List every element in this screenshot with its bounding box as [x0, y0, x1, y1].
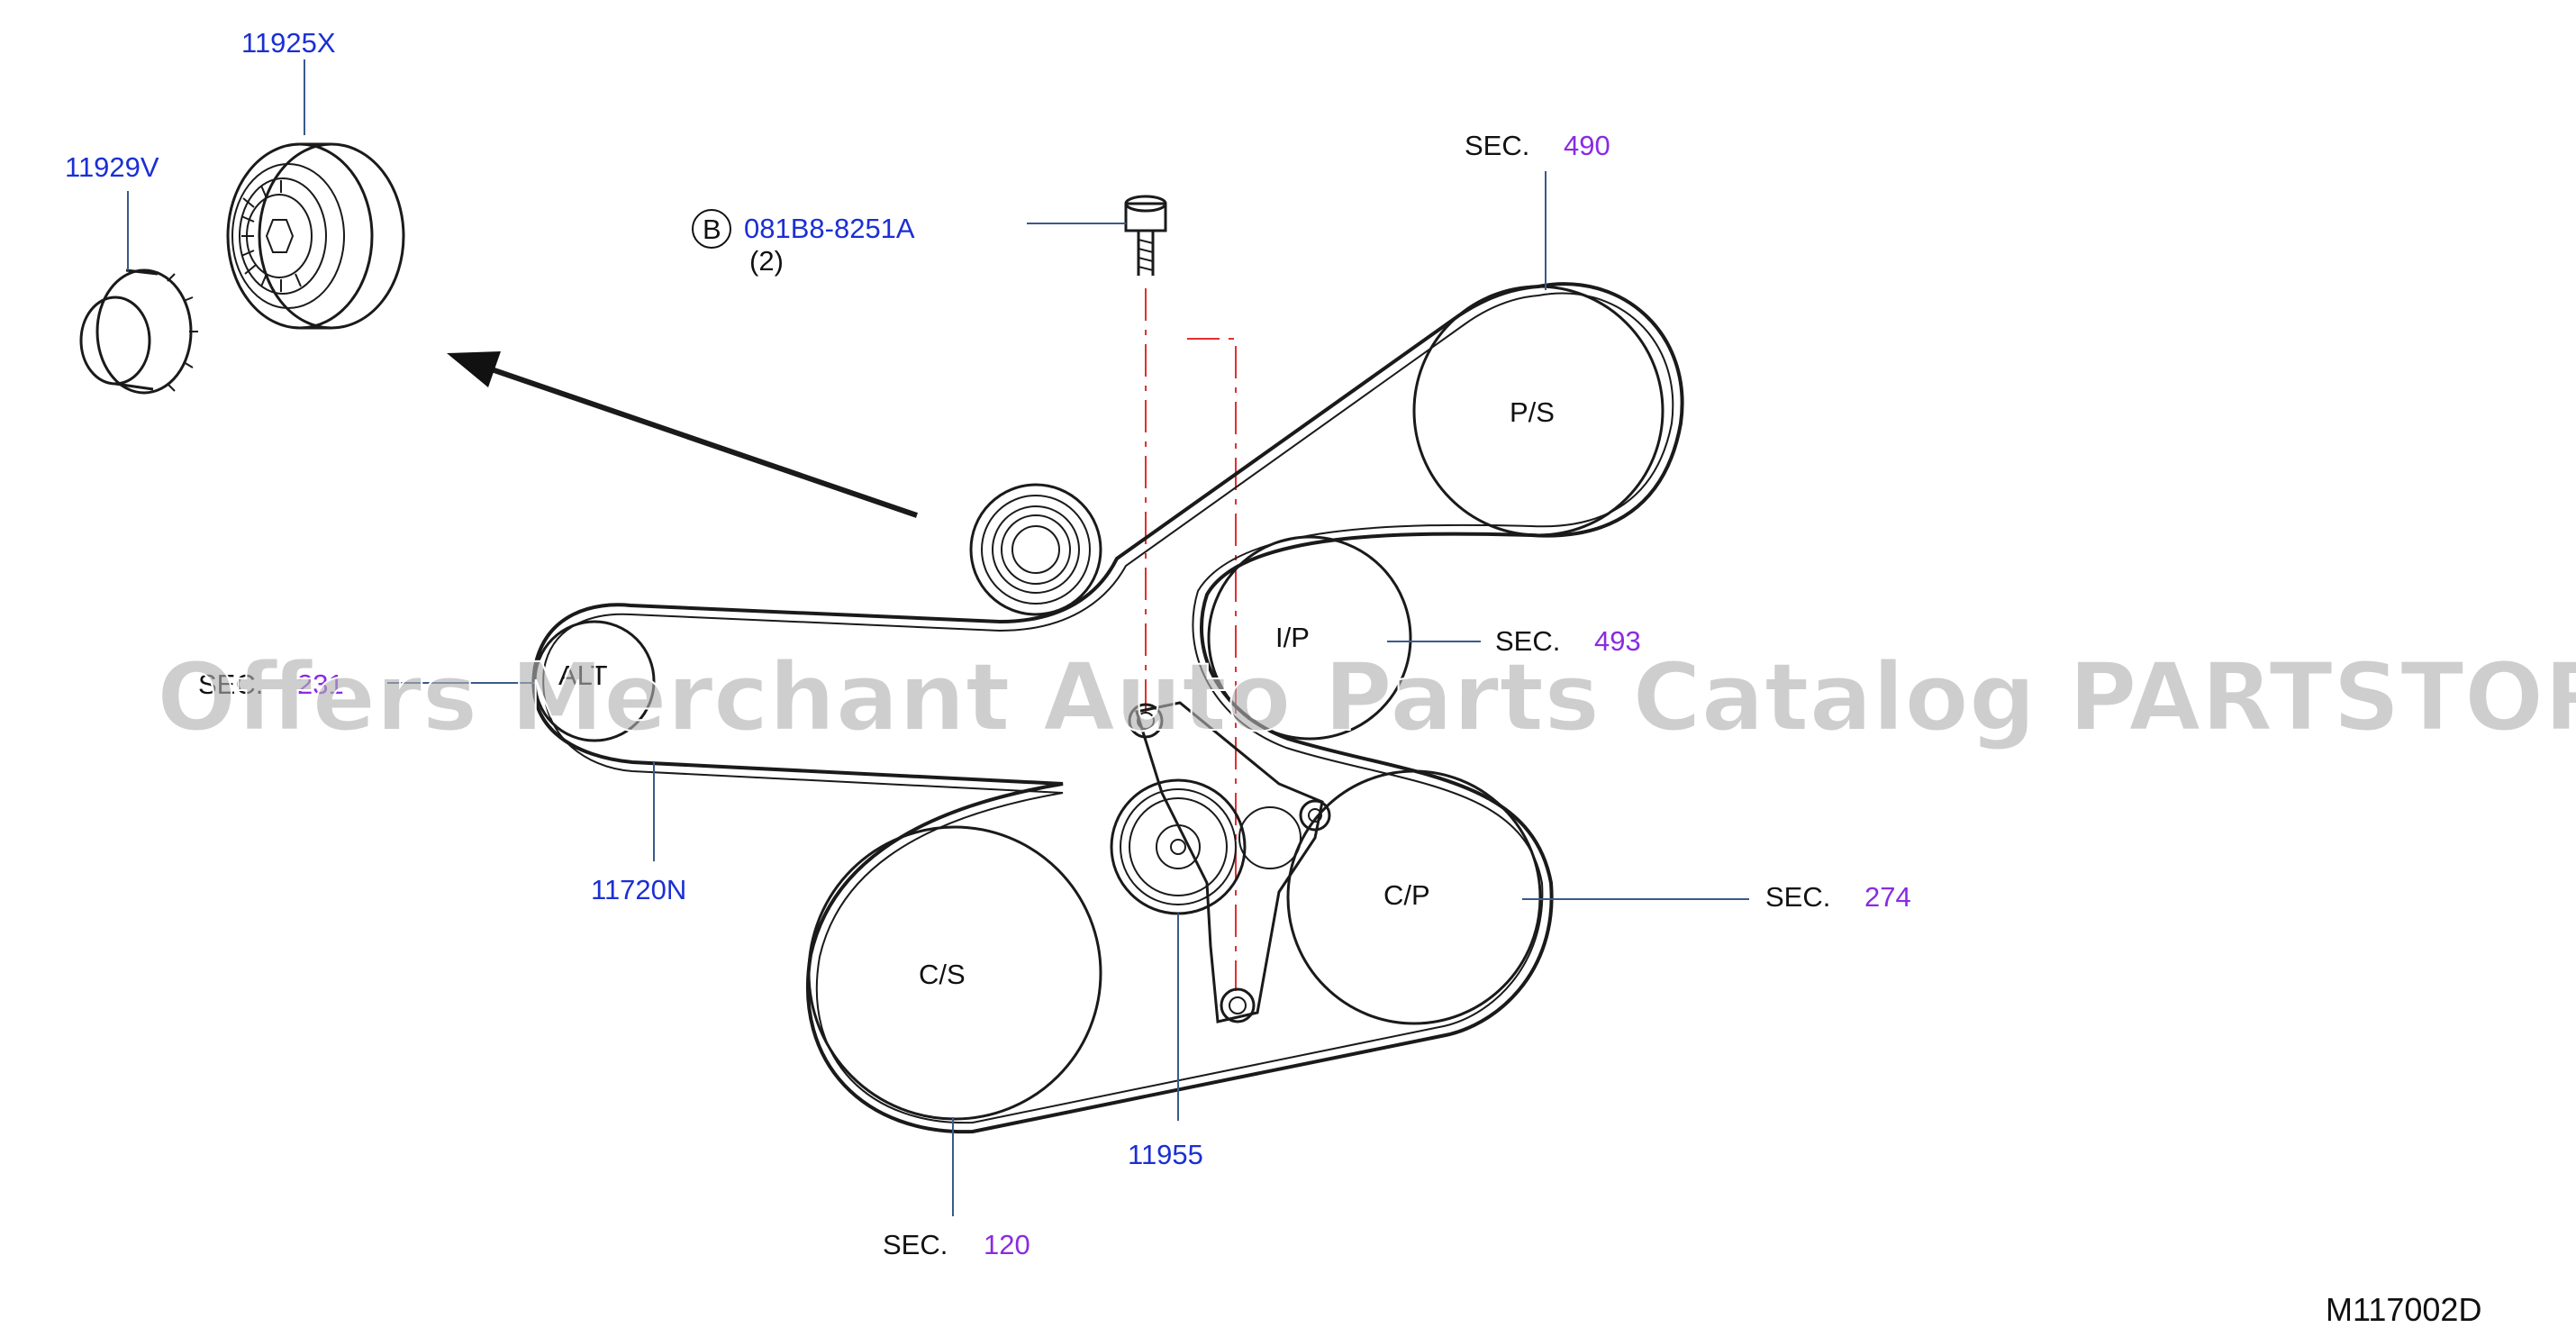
bolt-centerlines	[1145, 288, 1237, 991]
bolt-ref-letter: B	[703, 214, 721, 245]
sec-120-ref: SEC. 120	[883, 1229, 1030, 1260]
ps-pulley-label: P/S	[1510, 396, 1555, 428]
sec-231-link[interactable]: 231	[297, 668, 344, 700]
part-11929V-label[interactable]: 11929V	[65, 151, 159, 183]
diagram-code: M117002D	[2326, 1291, 2481, 1328]
cp-pulley-label: C/P	[1383, 879, 1430, 911]
sec-274-link[interactable]: 274	[1864, 881, 1911, 913]
alt-pulley	[533, 620, 656, 742]
idler-pulley	[969, 483, 1102, 616]
part-11925X-label[interactable]: 11925X	[241, 27, 336, 59]
sec-label: SEC.	[198, 668, 263, 700]
sec-label: SEC.	[1765, 881, 1830, 913]
part-11720N-label[interactable]: 11720N	[591, 874, 686, 905]
alt-pulley-label: ALT	[558, 659, 608, 691]
idler-pulley-detail	[226, 142, 405, 330]
sec-493-ref: SEC. 493	[1495, 625, 1641, 657]
sec-label: SEC.	[1495, 625, 1560, 657]
ip-pulley	[1207, 535, 1412, 741]
sec-490-ref: SEC. 490	[1465, 130, 1610, 161]
sec-231-ref: SEC. 231	[198, 668, 344, 700]
pulley-cap-detail	[79, 268, 198, 395]
part-11955-label[interactable]: 11955	[1128, 1139, 1203, 1170]
sec-274-ref: SEC. 274	[1765, 881, 1911, 913]
detail-arrow	[447, 351, 918, 518]
bolt-icon	[1124, 195, 1167, 276]
cp-pulley	[1286, 769, 1542, 1025]
bolt-quantity: (2)	[749, 245, 784, 277]
part-081B8-8251A-label[interactable]: 081B8-8251A	[744, 213, 915, 244]
sec-label: SEC.	[883, 1229, 948, 1260]
watermark: Offers Merchant Auto Parts Catalog PARTS…	[157, 642, 2576, 752]
bolt-ref-marker: B	[692, 209, 731, 249]
cs-pulley-label: C/S	[919, 959, 966, 990]
leader-lines	[127, 59, 1749, 1216]
ps-pulley	[1412, 285, 1664, 537]
sec-490-link[interactable]: 490	[1564, 130, 1610, 161]
cs-pulley	[807, 825, 1102, 1121]
auto-tensioner	[1110, 701, 1331, 1023]
sec-120-link[interactable]: 120	[984, 1229, 1030, 1260]
ip-pulley-label: I/P	[1275, 622, 1310, 653]
sec-label: SEC.	[1465, 130, 1529, 161]
sec-493-link[interactable]: 493	[1594, 625, 1641, 657]
